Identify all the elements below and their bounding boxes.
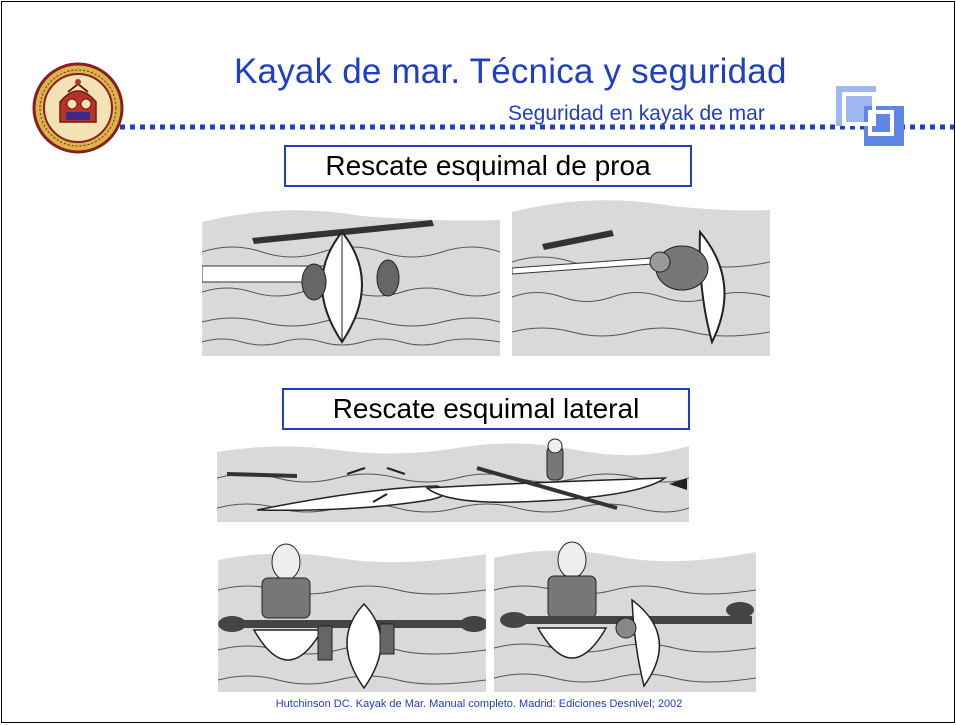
source-citation: Hutchinson DC. Kayak de Mar. Manual comp… [275, 698, 683, 710]
illustration-side-rescue-paddle [218, 540, 486, 692]
section-label-side-rescue: Rescate esquimal lateral [282, 388, 690, 430]
overlapping-squares-icon [836, 86, 904, 146]
dotted-title-rule [110, 124, 954, 130]
slide-title: Kayak de mar. Técnica y seguridad [234, 52, 787, 91]
university-seal-icon [32, 62, 124, 154]
slide-subtitle: Seguridad en kayak de mar [508, 102, 765, 125]
section-label-bow-rescue: Rescate esquimal de proa [284, 145, 692, 187]
illustration-side-rescue-overview [217, 438, 689, 522]
illustration-bow-rescue-front [202, 192, 500, 356]
illustration-bow-rescue-side [512, 192, 770, 356]
illustration-side-rescue-righting [494, 536, 756, 692]
